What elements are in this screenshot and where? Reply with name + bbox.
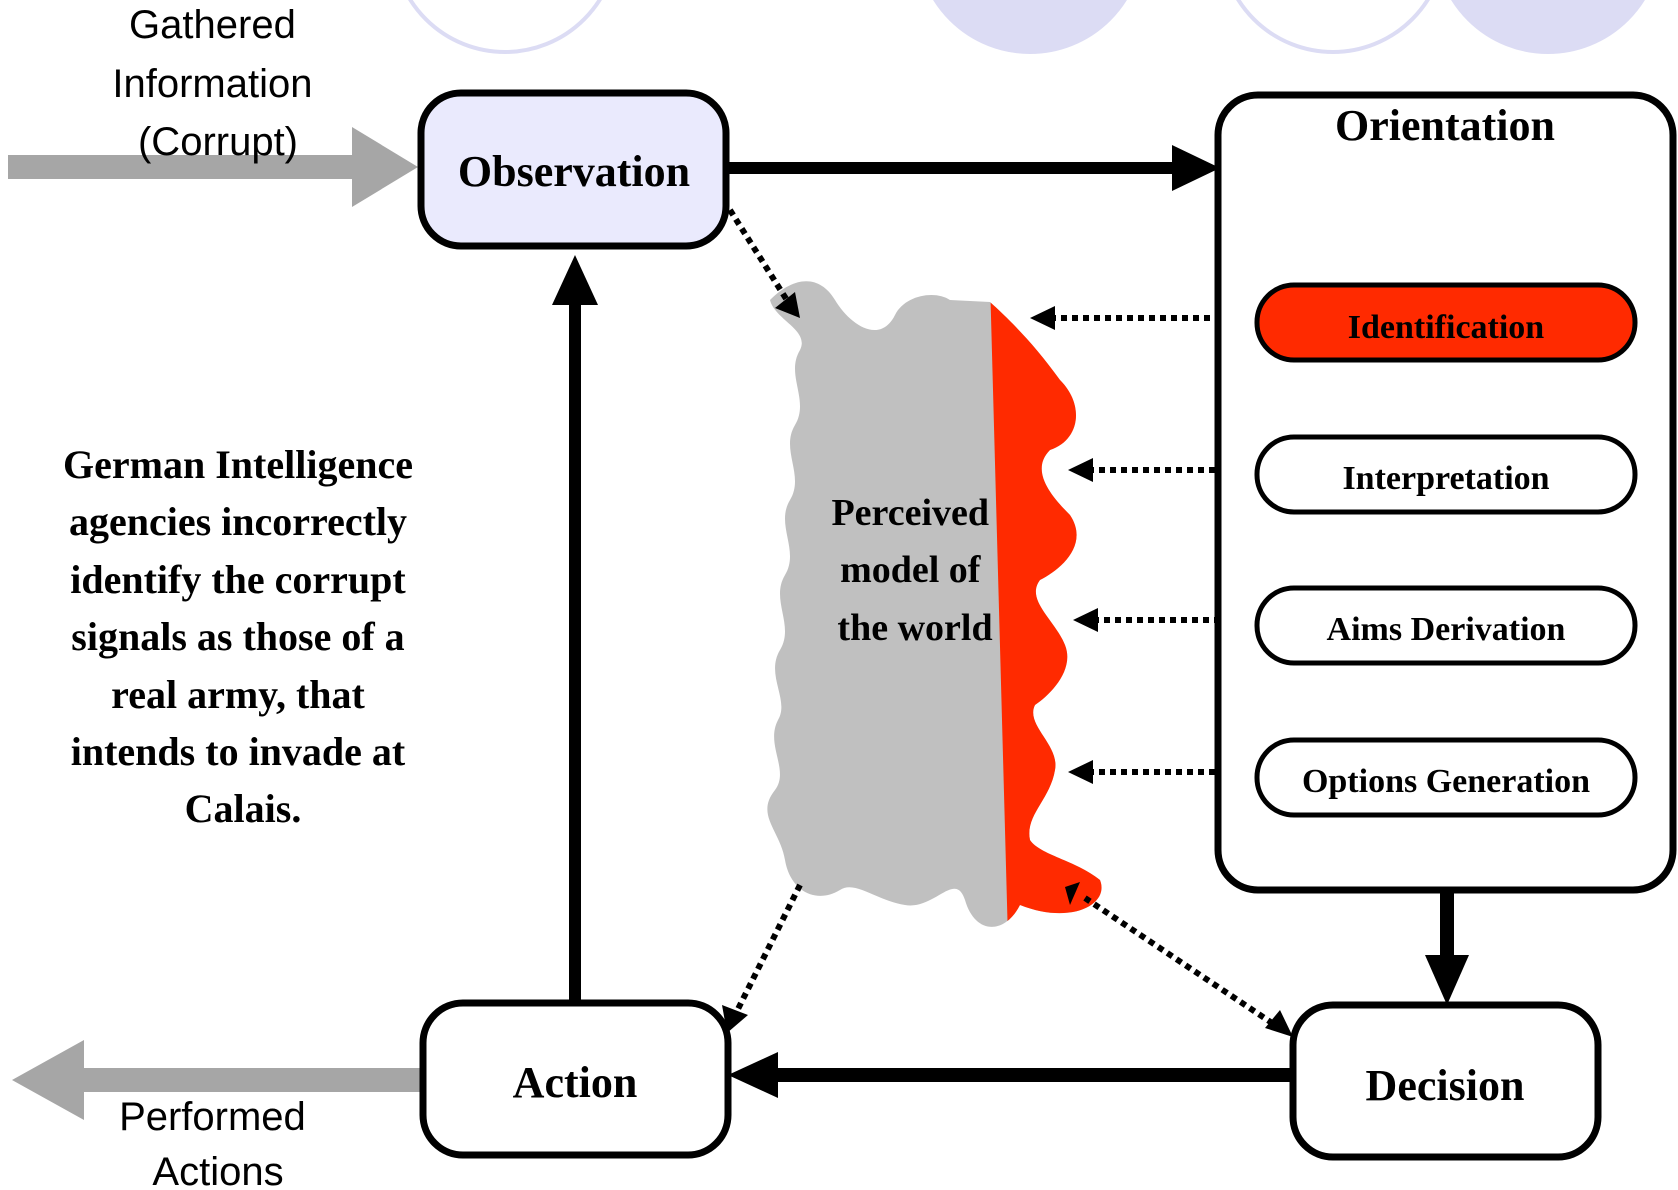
world-model-blob: Perceived model of the world xyxy=(767,281,1102,927)
annotation-text: German Intelligence agencies incorrectly… xyxy=(63,442,423,831)
observation-box xyxy=(417,89,730,250)
identification-pill xyxy=(1254,282,1638,363)
gathered-line1: Gathered xyxy=(129,3,296,47)
orientation-label: Orientation xyxy=(1335,101,1555,150)
world-model-line3: the world xyxy=(837,607,992,649)
options-generation-label: Options Generation xyxy=(1302,763,1590,800)
output-arrow xyxy=(12,1040,428,1120)
aims-derivation-label: Aims Derivation xyxy=(1327,611,1566,648)
aims-derivation-pill xyxy=(1254,585,1638,666)
interpretation-label: Interpretation xyxy=(1342,460,1549,497)
annotation-line3: identify the corrupt xyxy=(70,557,406,602)
bg-circle-filled-1 xyxy=(933,0,1127,54)
svg-text:Perceived model of: Perceived model of the world xyxy=(831,492,998,649)
performed-line2: Actions xyxy=(152,1150,283,1190)
orientation-steps: Identification Interpretation Aims Deriv… xyxy=(1254,282,1638,818)
identification-label: Identification xyxy=(1348,309,1545,346)
decision-box xyxy=(1289,1001,1602,1161)
background-circles xyxy=(408,0,1645,54)
world-model-line1: Perceived xyxy=(831,492,989,534)
input-arrow xyxy=(8,127,418,207)
observation-label: Observation xyxy=(458,147,690,196)
main-arrows xyxy=(552,145,1469,1098)
performed-line1: Performed xyxy=(119,1095,306,1139)
gathered-line2: Information xyxy=(112,62,312,106)
annotation-line1: German Intelligence xyxy=(63,442,413,487)
decision-label: Decision xyxy=(1366,1061,1525,1110)
options-generation-pill xyxy=(1254,737,1638,818)
annotation-line6: intends to invade at xyxy=(71,729,406,774)
bg-circle-outline-2 xyxy=(1236,0,1430,54)
bg-circle-outline-1 xyxy=(408,0,602,54)
svg-text:Performed Actions: Performed Actions xyxy=(119,1095,317,1190)
action-box xyxy=(419,999,732,1159)
gathered-line3: (Corrupt) xyxy=(138,120,298,164)
blob-red-region xyxy=(990,281,1102,927)
interpretation-pill xyxy=(1254,434,1638,515)
bg-circle-filled-2 xyxy=(1451,0,1645,54)
annotation-line5: real army, that xyxy=(111,672,365,717)
svg-text:Gathered Information (: Gathered Information (Corrupt) xyxy=(112,3,323,164)
annotation-line4: signals as those of a xyxy=(71,614,404,659)
world-model-line2: model of xyxy=(840,549,982,591)
annotation-line2: agencies incorrectly xyxy=(69,499,407,544)
annotation-line7: Calais. xyxy=(185,786,302,831)
action-label: Action xyxy=(513,1058,638,1107)
